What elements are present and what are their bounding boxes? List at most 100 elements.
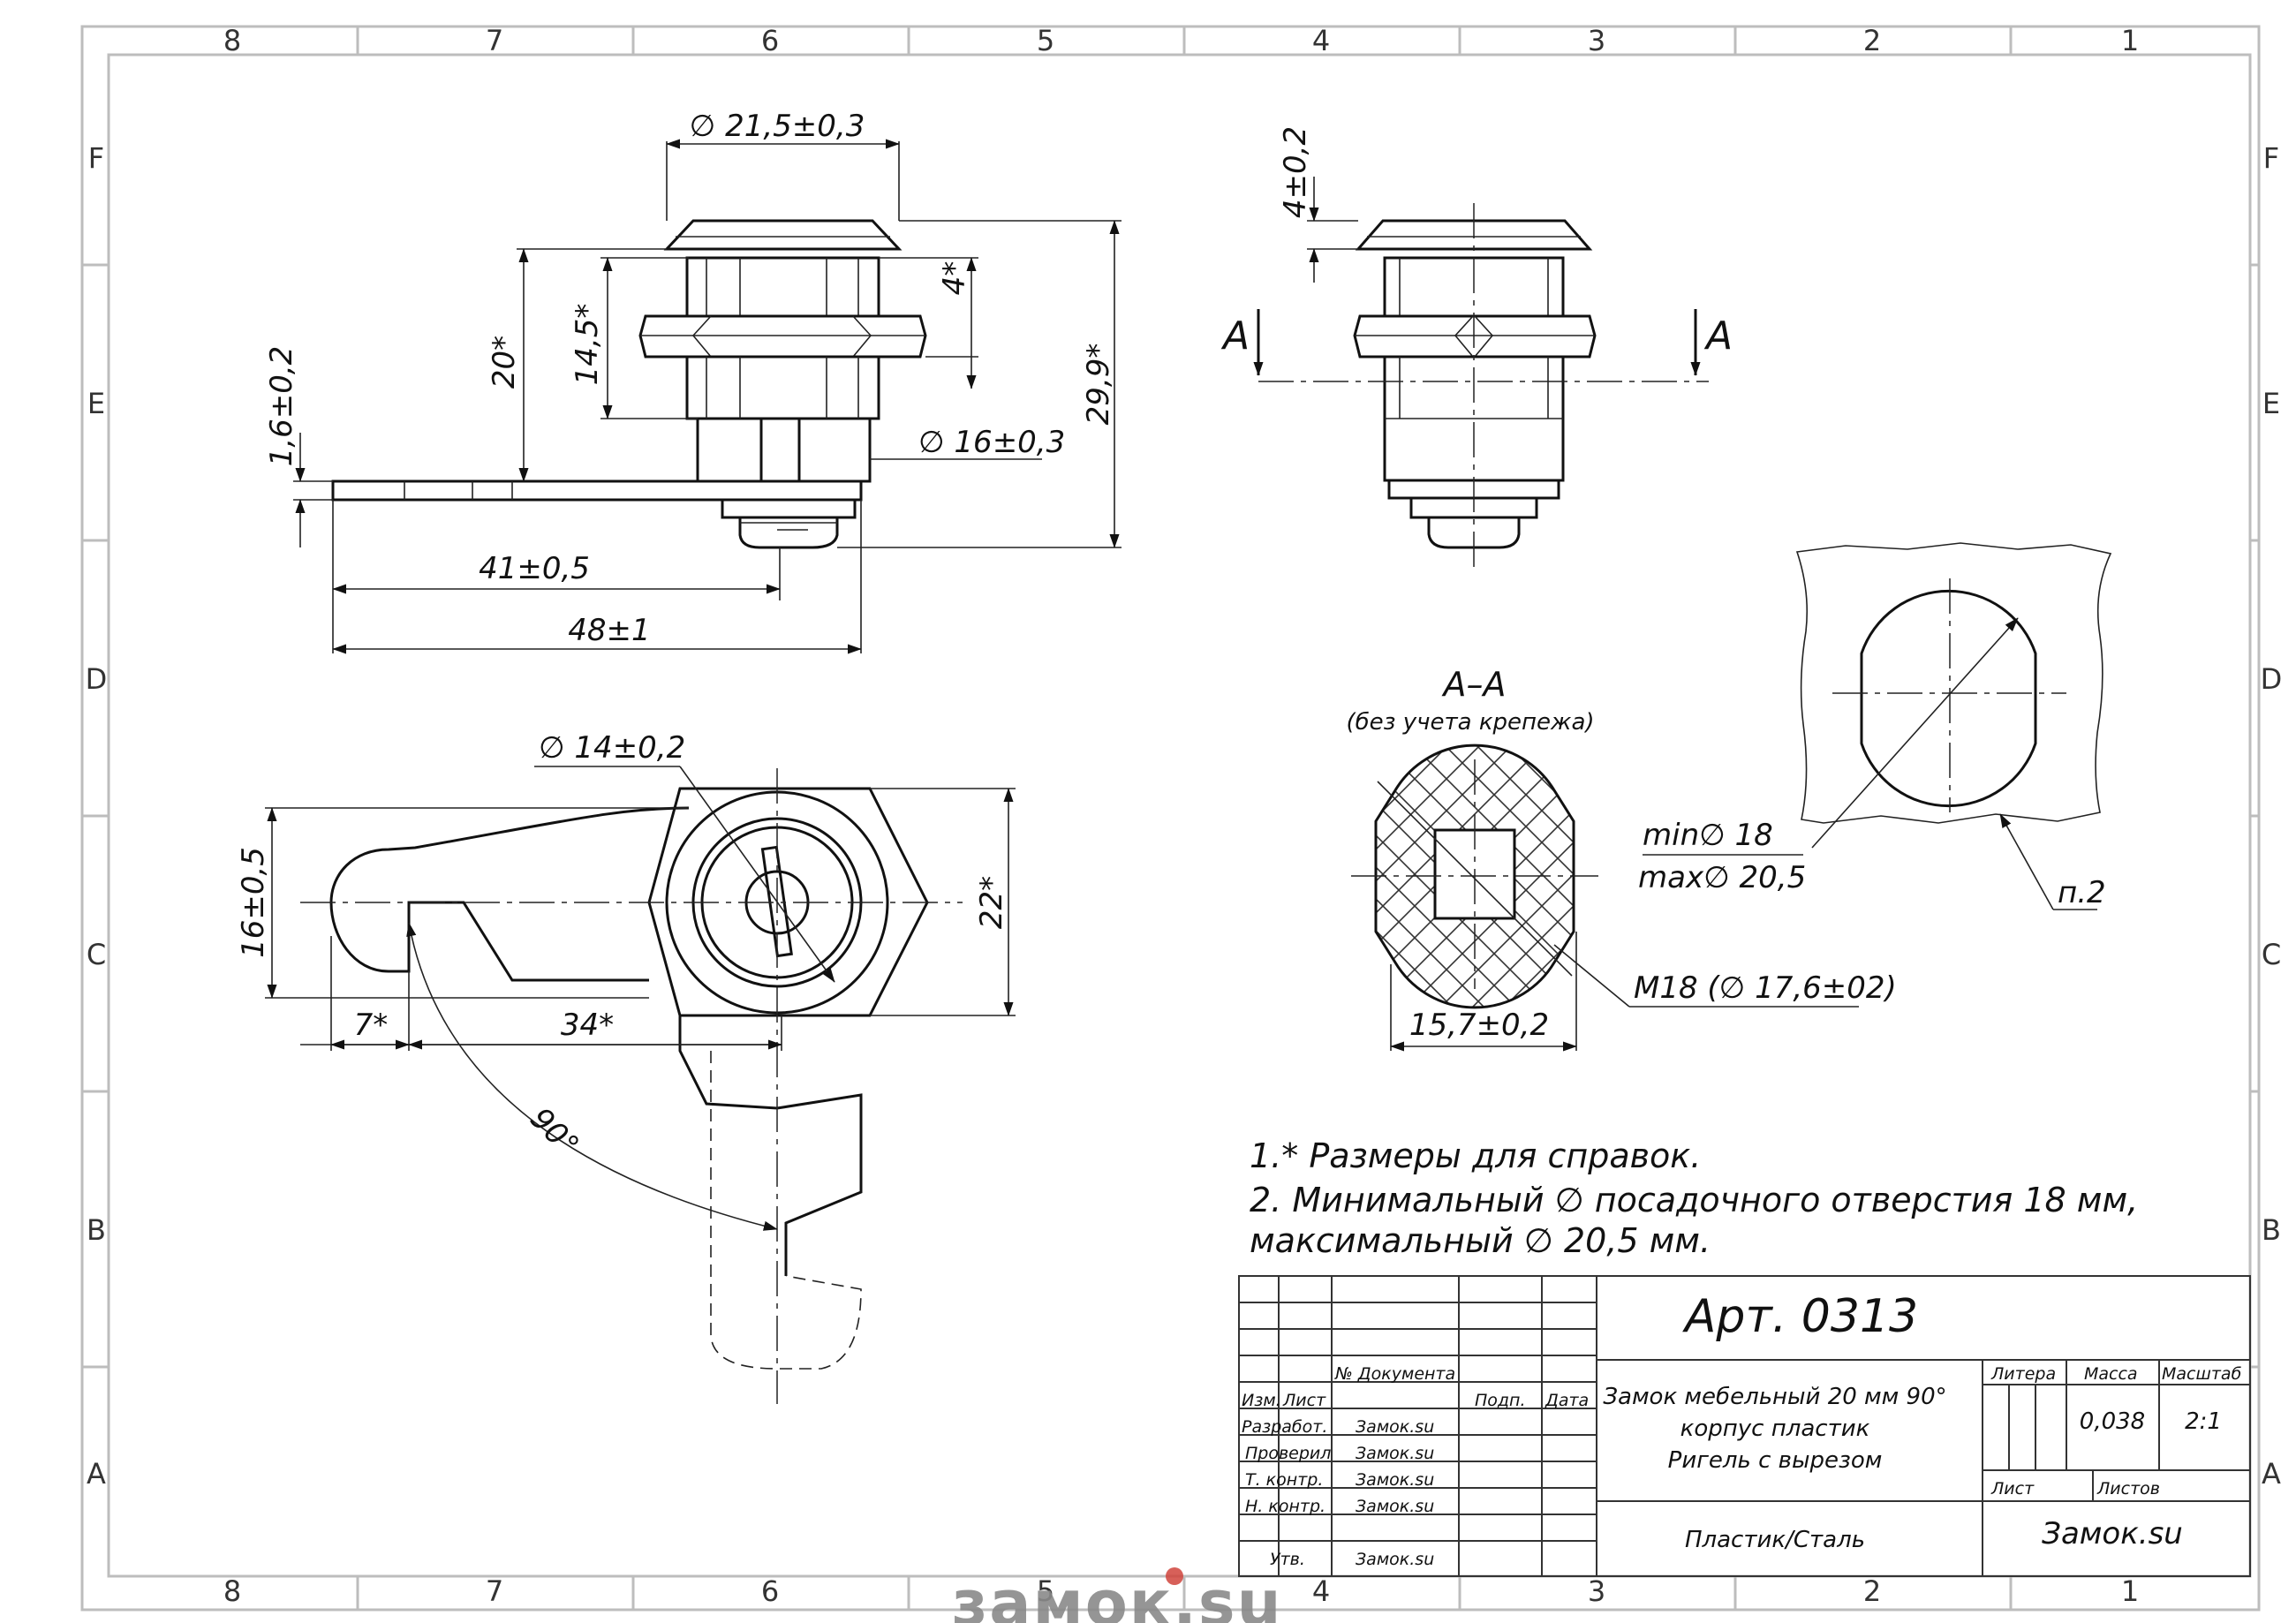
dim-angle-90: 90°	[523, 1101, 585, 1164]
column-labels-bottom: 8 7 6 5 4 3 2 1	[223, 1574, 2139, 1608]
tb-header-izm: Изм.	[1242, 1391, 1281, 1410]
tb-article: Арт. 0313	[1682, 1290, 1918, 1343]
top-view: 90°	[300, 768, 963, 1404]
zone-col-7-bottom: 7	[486, 1574, 503, 1608]
zone-row-a-right: A	[2262, 1457, 2281, 1491]
zone-row-b: B	[87, 1213, 106, 1247]
dim-4-star: 4*	[937, 261, 972, 296]
tb-value-t-kontr: Замок.su	[1356, 1470, 1434, 1490]
tb-sheet: Лист	[1990, 1479, 2035, 1498]
dim-22: 22*	[974, 876, 1009, 929]
zone-row-f-right: F	[2263, 141, 2279, 175]
tb-company: Замок.su	[2042, 1516, 2183, 1551]
notes: 1.* Размеры для справок. 2. Минимальный …	[1250, 1136, 2138, 1260]
zone-col-6: 6	[761, 24, 779, 57]
section-arrow-a-right: A	[1703, 313, 1733, 359]
zone-col-3: 3	[1588, 24, 1605, 57]
tb-header-litera: Литера	[1990, 1364, 2056, 1384]
dim-29-9: 29,9*	[1081, 343, 1116, 426]
zone-col-1-bottom: 1	[2121, 1574, 2139, 1608]
tb-header-list: Лист	[1282, 1391, 1326, 1410]
zone-col-4: 4	[1312, 24, 1330, 57]
top-view-dimensions: ∅ 14±0,2 16±0,5 22* 7* 34*	[236, 730, 1016, 1051]
tb-header-document: № Документа	[1334, 1364, 1455, 1384]
watermark-logo: замок.su	[952, 1567, 1283, 1623]
zone-col-2: 2	[1863, 24, 1881, 57]
section-dimensions: 15,7±0,2 M18 (∅ 17,6±02)	[1390, 932, 1897, 1052]
dim-max-20-5: max∅ 20,5	[1638, 860, 1806, 895]
sheet-frame: 8 7 6 5 4 3 2 1 8 7 6 5 4 3 2 1 F E D C …	[80, 24, 2283, 1612]
title-block: № Документа Изм. Лист Подп. Дата Разрабо…	[1238, 1275, 2251, 1577]
zone-col-8-bottom: 8	[223, 1574, 241, 1608]
tb-sheets: Листов	[2096, 1479, 2160, 1498]
zone-row-e-right: E	[2262, 387, 2280, 420]
side-view	[331, 219, 927, 549]
dim-15-7: 15,7±0,2	[1409, 1008, 1549, 1043]
section-cut-a-a: A A	[1220, 309, 1733, 382]
tb-header-masshtab: Масштаб	[2162, 1364, 2242, 1384]
tb-row-proveril: Проверил	[1245, 1444, 1331, 1463]
tb-row-t-kontr: Т. контр.	[1245, 1470, 1323, 1490]
dim-48: 48±1	[568, 613, 650, 648]
zone-row-b-right: B	[2262, 1213, 2281, 1247]
dim-min-18: min∅ 18	[1643, 818, 1773, 853]
tb-value-n-kontr: Замок.su	[1356, 1497, 1434, 1516]
zone-row-d-right: D	[2261, 662, 2283, 696]
tb-masshtab-value: 2:1	[2185, 1408, 2222, 1435]
zone-ticks	[82, 26, 2259, 1610]
zone-col-6-bottom: 6	[761, 1574, 779, 1608]
note-3: максимальный ∅ 20,5 мм.	[1250, 1221, 1711, 1260]
tb-row-n-kontr: Н. контр.	[1245, 1497, 1325, 1516]
zone-row-f: F	[88, 141, 104, 175]
tb-row-razrab: Разработ.	[1242, 1417, 1327, 1437]
side-view-dimensions: ∅ 21,5±0,3 4* 14,5* 20* 29,9* 1,6±0,2 ∅ …	[264, 109, 1122, 654]
dim-41: 41±0,5	[479, 551, 590, 586]
dim-diameter-21-5: ∅ 21,5±0,3	[690, 109, 865, 144]
column-labels-top: 8 7 6 5 4 3 2 1	[223, 24, 2139, 57]
tb-row-utv: Утв.	[1270, 1550, 1305, 1569]
zone-row-d: D	[86, 662, 108, 696]
section-view-a-a: А–А (без учета крепежа)	[1346, 665, 1598, 1009]
row-labels-left: F E D C B A	[86, 141, 108, 1491]
zone-row-c: C	[87, 938, 106, 971]
watermark-dot-icon	[1166, 1567, 1183, 1585]
note-1: 1.* Размеры для справок.	[1250, 1136, 1701, 1175]
zone-row-c-right: C	[2262, 938, 2281, 971]
dim-diameter-14: ∅ 14±0,2	[539, 730, 685, 766]
zone-col-1: 1	[2121, 24, 2139, 57]
zone-col-7: 7	[486, 24, 503, 57]
dim-p2: п.2	[2058, 875, 2106, 910]
dim-m18: M18 (∅ 17,6±02)	[1634, 970, 1897, 1006]
dim-1-6: 1,6±0,2	[264, 346, 299, 467]
zone-col-2-bottom: 2	[1863, 1574, 1881, 1608]
tb-name-line-3: Ригель с вырезом	[1668, 1447, 1883, 1474]
zone-row-e: E	[87, 387, 105, 420]
zone-col-4-bottom: 4	[1312, 1574, 1330, 1608]
zone-col-3-bottom: 3	[1588, 1574, 1605, 1608]
tb-header-massa: Масса	[2084, 1364, 2138, 1384]
dim-14-5: 14,5*	[570, 304, 605, 386]
dim-diameter-16: ∅ 16±0,3	[918, 425, 1065, 460]
zone-col-8: 8	[223, 24, 241, 57]
watermark-text: замок.su	[952, 1567, 1283, 1623]
zone-col-5-bottom: 5	[1037, 1574, 1054, 1608]
dim-7: 7*	[354, 1008, 389, 1043]
hole-detail: min∅ 18 max∅ 20,5 п.2	[1638, 542, 2112, 910]
row-labels-right: F E D C B A	[2261, 141, 2283, 1491]
tb-header-podp: Подп.	[1475, 1391, 1526, 1410]
front-view-dimensions: 4±0,2	[1278, 126, 1358, 283]
note-2: 2. Минимальный ∅ посадочного отверстия 1…	[1250, 1181, 2138, 1219]
front-view	[1353, 203, 1597, 574]
section-subtitle: (без учета крепежа)	[1346, 709, 1594, 736]
section-title: А–А	[1441, 665, 1507, 704]
zone-row-a: A	[87, 1457, 106, 1491]
tb-name-line-2: корпус пластик	[1680, 1415, 1870, 1442]
dim-16-5: 16±0,5	[236, 847, 271, 958]
section-arrow-a-left: A	[1220, 313, 1250, 359]
tb-header-data: Дата	[1545, 1391, 1589, 1410]
dim-34: 34*	[561, 1008, 614, 1043]
zone-col-5: 5	[1037, 24, 1054, 57]
tb-name-line-1: Замок мебельный 20 мм 90°	[1603, 1384, 1946, 1410]
tb-value-proveril: Замок.su	[1356, 1444, 1434, 1463]
